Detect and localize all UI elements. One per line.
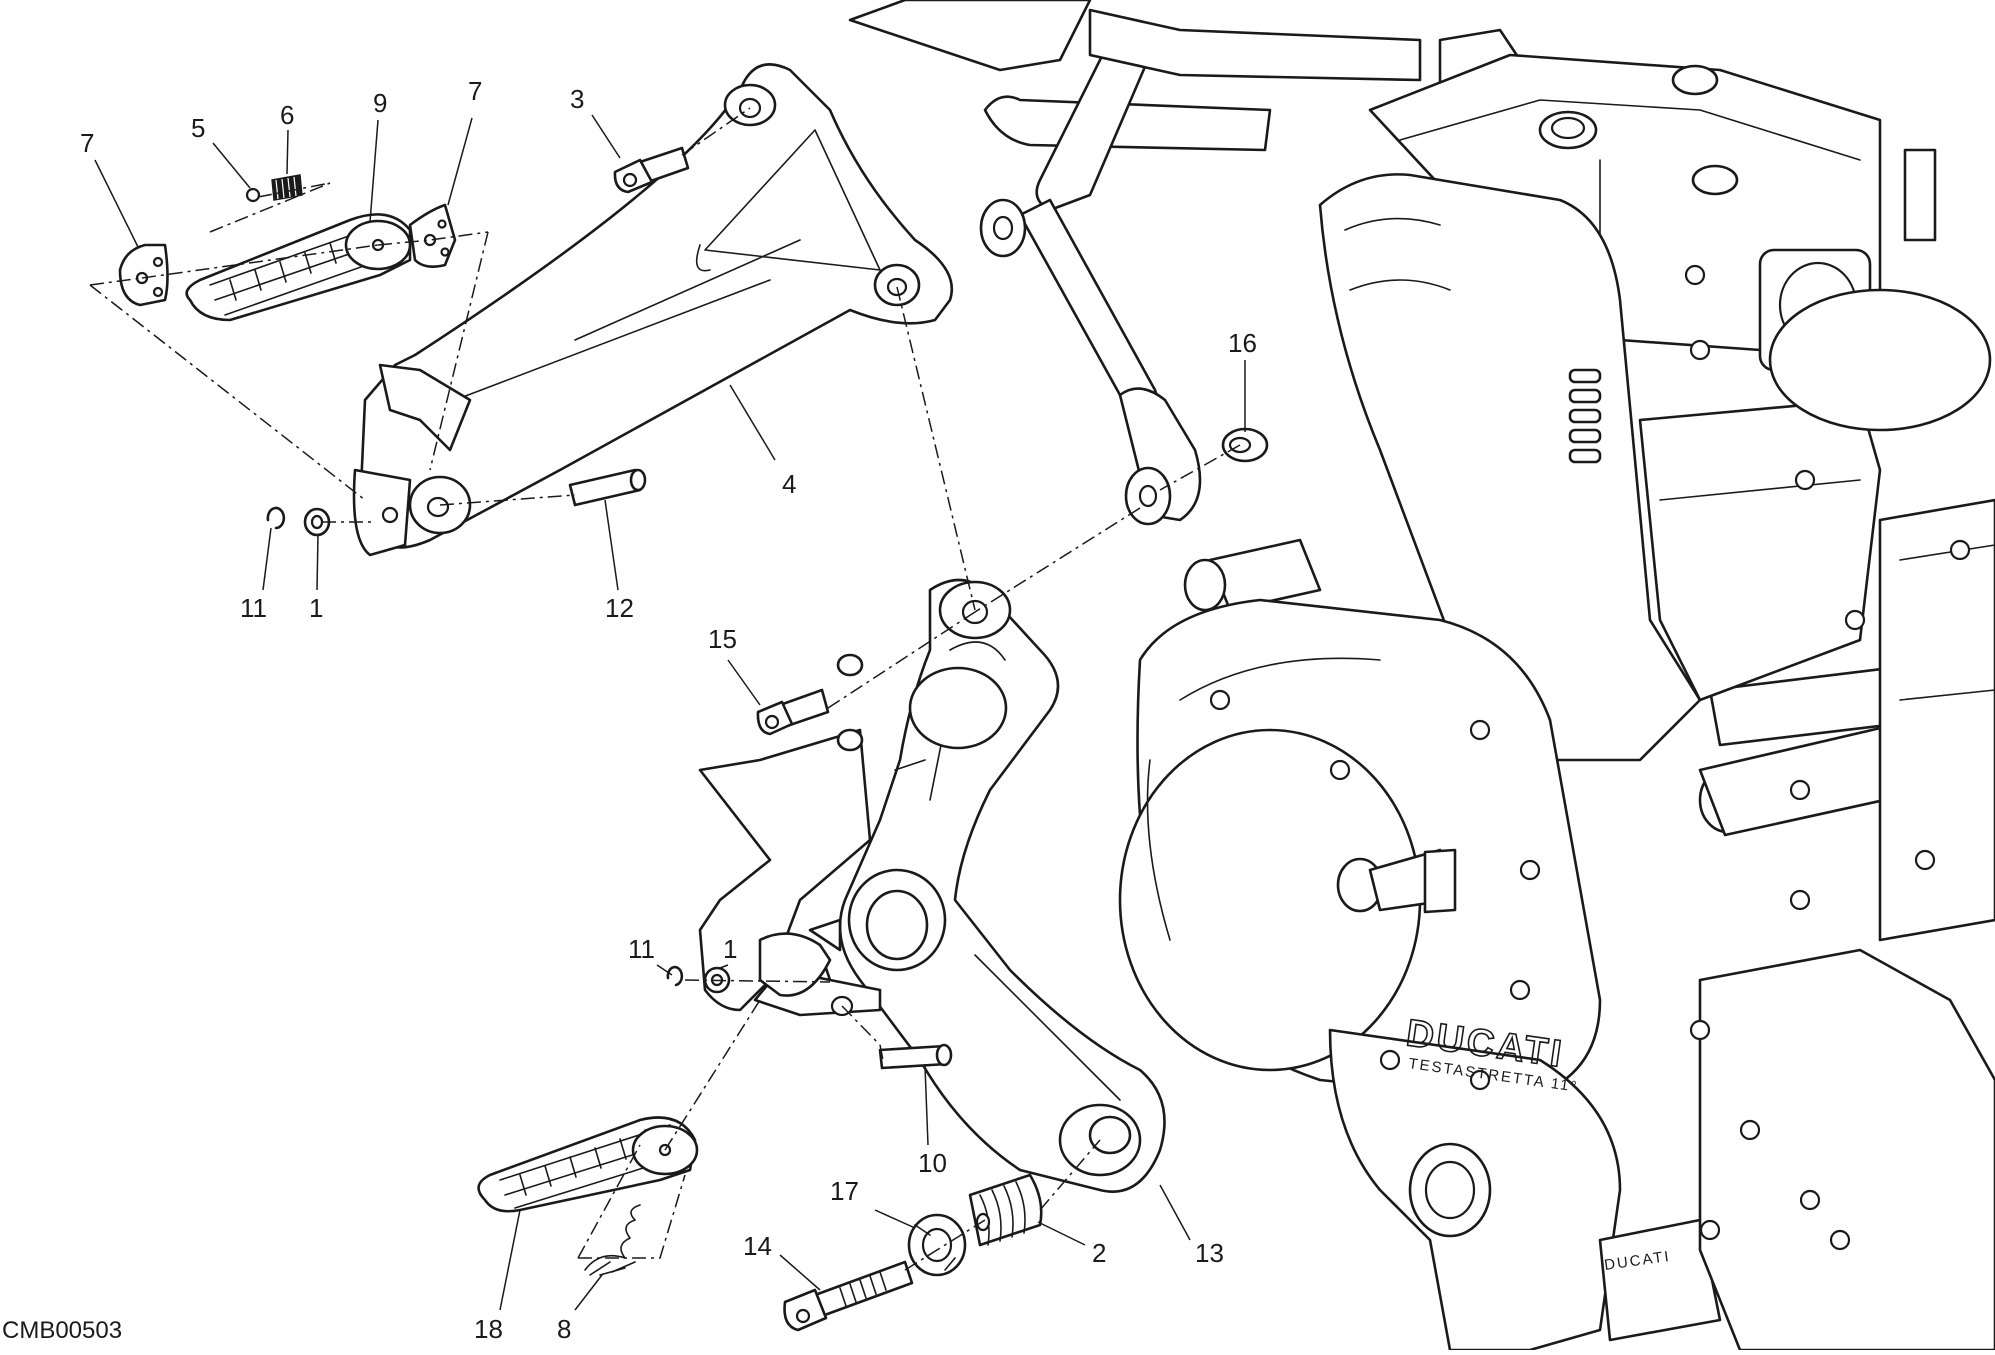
- callout-6: 6: [280, 100, 294, 130]
- pin-12: [568, 468, 642, 507]
- callout-17: 17: [830, 1176, 859, 1206]
- callout-3: 3: [570, 84, 584, 114]
- callout-1-lower: 1: [723, 934, 737, 964]
- callout-5: 5: [191, 113, 205, 143]
- bolt-3: [613, 146, 690, 194]
- callout-8: 8: [557, 1314, 571, 1344]
- callout-12: 12: [605, 593, 634, 623]
- bushing-16: [1221, 427, 1269, 463]
- upper-footpeg-assembly: [118, 146, 1269, 537]
- clip-11-upper: [266, 506, 286, 530]
- spring-8: [584, 1204, 641, 1276]
- callout-18: 18: [474, 1314, 503, 1344]
- callout-11-upper: 11: [240, 593, 267, 623]
- engine-bolts: [1209, 264, 1971, 1251]
- callout-labels: 7 5 6 9 7 3 4 11 1 12 16 15 11 1 10 17 1…: [80, 76, 1257, 1344]
- callout-11-lower: 11: [628, 934, 655, 964]
- clip-11-lower: [666, 965, 684, 987]
- callout-7-right: 7: [468, 76, 482, 106]
- diagram-code: CMB00503: [2, 1317, 122, 1344]
- front-footpeg-hanger-13: [698, 578, 1166, 1193]
- callout-7-left: 7: [80, 128, 94, 158]
- callout-10: 10: [918, 1148, 947, 1178]
- spring-6: [271, 174, 303, 201]
- leader-lines: [94, 114, 1246, 1311]
- nut-17: [907, 1213, 967, 1277]
- cover-vent-slots: [1568, 368, 1602, 464]
- callout-16: 16: [1228, 328, 1257, 358]
- rear-footpeg-hanger-4: [352, 63, 954, 557]
- callout-2: 2: [1092, 1238, 1106, 1268]
- spring-2: [968, 1173, 1043, 1247]
- lower-footpeg-assembly: [477, 688, 1043, 1332]
- callout-13: 13: [1195, 1238, 1224, 1268]
- callout-9: 9: [373, 88, 387, 118]
- assembly-lines: [89, 107, 1241, 1271]
- bolt-15: [756, 688, 830, 736]
- bolt-14: [783, 1260, 914, 1332]
- callout-4: 4: [782, 469, 796, 499]
- callout-14: 14: [743, 1231, 772, 1261]
- engine-block: DUCATI TESTASTRETTA 11° DUCATI: [1118, 53, 1995, 1352]
- callout-1-upper: 1: [309, 593, 323, 623]
- footpeg-lower-18: [477, 1116, 699, 1213]
- pin-5: [245, 187, 261, 203]
- shift-shaft: [1336, 848, 1457, 914]
- callout-15: 15: [708, 624, 737, 654]
